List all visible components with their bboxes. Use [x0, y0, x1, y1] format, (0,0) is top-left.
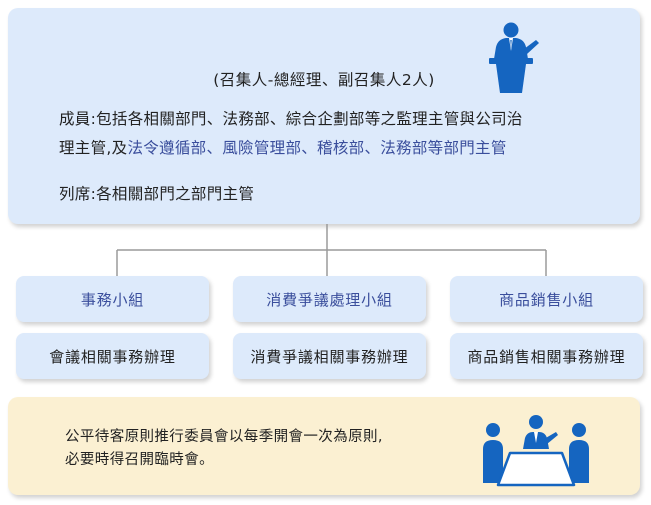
- team-task-product-sales: 商品銷售相關事務辦理: [450, 333, 643, 379]
- committee-box: (召集人-總經理、副召集人2人) 成員:包括各相關部門、法務部、綜合企劃部等之監…: [8, 8, 640, 224]
- attendees-text: 列席:各相關部門之部門主管: [59, 185, 255, 203]
- team-header-product-sales: 商品銷售小組: [450, 276, 643, 322]
- team-task-affairs: 會議相關事務辦理: [16, 333, 209, 379]
- members-line2-highlight: 法令遵循部、風險管理部、稽核部、法務部等部門主管: [127, 139, 507, 157]
- members-line1: 成員:包括各相關部門、法務部、綜合企劃部等之監理主管與公司治: [59, 110, 523, 128]
- team-task-consumer-dispute: 消費爭議相關事務辦理: [233, 333, 426, 379]
- meeting-table-icon: [483, 415, 589, 487]
- members-line2-plain: 理主管,及: [59, 139, 128, 157]
- convener-text: (召集人-總經理、副召集人2人): [213, 71, 435, 89]
- members-text: 成員:包括各相關部門、法務部、綜合企劃部等之監理主管與公司治 理主管,及法令遵循…: [59, 105, 599, 163]
- meeting-note-line2: 必要時得召開臨時會。: [65, 452, 214, 468]
- team-header-affairs: 事務小組: [16, 276, 209, 322]
- team-header-consumer-dispute: 消費爭議處理小組: [233, 276, 426, 322]
- meeting-note-text: 公平待客原則推行委員會以每季開會一次為原則, 必要時得召開臨時會。: [65, 426, 485, 472]
- meeting-note-line1: 公平待客原則推行委員會以每季開會一次為原則,: [65, 429, 383, 445]
- meeting-note-box: 公平待客原則推行委員會以每季開會一次為原則, 必要時得召開臨時會。: [8, 397, 640, 495]
- speaker-at-podium-icon: [489, 22, 539, 93]
